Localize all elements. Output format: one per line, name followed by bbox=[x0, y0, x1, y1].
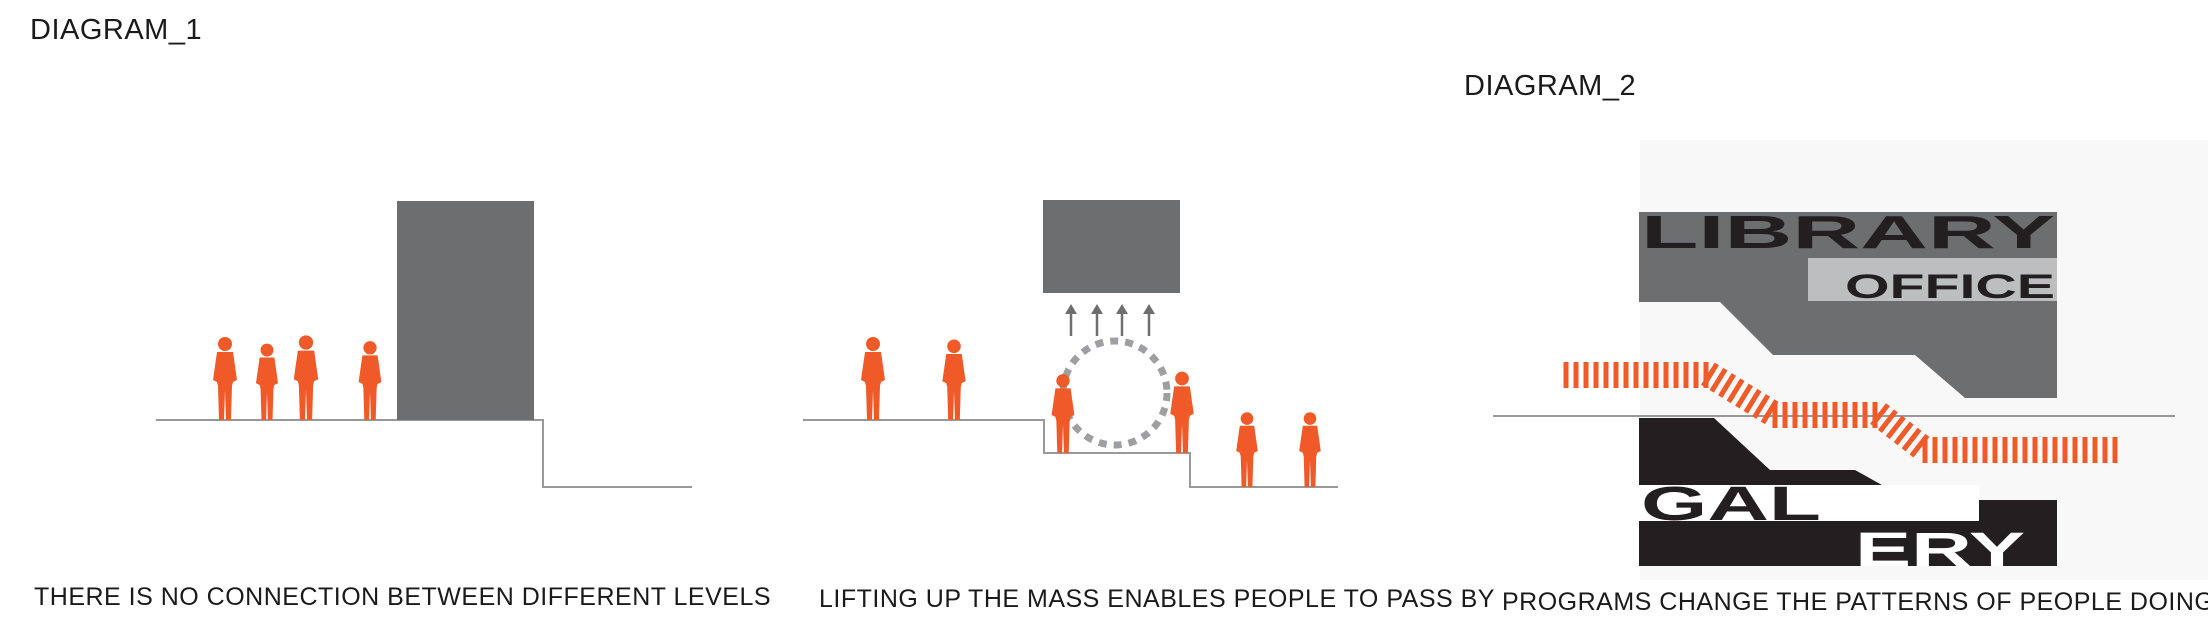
flow-hatch-mark bbox=[1752, 394, 1771, 419]
people-group bbox=[861, 337, 1321, 487]
lifted-mass bbox=[1043, 200, 1180, 293]
flow-hatch-mark bbox=[1877, 409, 1898, 433]
person-silhouette-icon bbox=[1170, 371, 1194, 453]
library-label: LIBRARY bbox=[1641, 206, 2055, 258]
office-label: OFFICE bbox=[1845, 268, 2055, 306]
arrow-up-icon bbox=[1063, 302, 1079, 338]
person-silhouette-icon bbox=[1051, 374, 1075, 453]
flow-hatch-mark bbox=[1701, 362, 1719, 388]
arrow-up-icon bbox=[1141, 302, 1157, 338]
flow-hatch-mark bbox=[1893, 421, 1914, 446]
flow-hatch-mark bbox=[1735, 383, 1754, 409]
person-silhouette-icon bbox=[293, 335, 319, 420]
people-group bbox=[213, 335, 382, 420]
person-silhouette-icon bbox=[861, 337, 885, 420]
flow-hatch-mark bbox=[1726, 378, 1745, 404]
gallery-lettering-band bbox=[1639, 485, 1979, 521]
diagram-1-title: DIAGRAM_1 bbox=[30, 14, 203, 46]
diagram-middle bbox=[803, 200, 1338, 488]
person-silhouette-icon bbox=[358, 341, 382, 420]
people-flow-path bbox=[1563, 362, 2118, 463]
person-silhouette-icon bbox=[255, 343, 279, 420]
gallery-label-right: ERY bbox=[1855, 524, 2025, 577]
person-silhouette-icon bbox=[942, 339, 966, 420]
building-mass bbox=[397, 201, 534, 420]
lift-arrows bbox=[1063, 302, 1157, 338]
flow-hatch-mark bbox=[1709, 367, 1728, 393]
dashed-circle-icon bbox=[1059, 337, 1171, 449]
diagram-2-title: DIAGRAM_2 bbox=[1464, 70, 1637, 102]
flow-hatch-mark bbox=[1901, 427, 1922, 452]
diagram-middle-caption: LIFTING UP THE MASS ENABLES PEOPLE TO PA… bbox=[819, 585, 1495, 613]
diagram-2: LIBRARY OFFICE GAL ERY bbox=[1493, 140, 2208, 580]
ground-line bbox=[156, 419, 692, 488]
flow-hatch-mark bbox=[1718, 373, 1736, 398]
arrow-up-icon bbox=[1089, 302, 1105, 338]
arrow-up-icon bbox=[1114, 302, 1130, 338]
person-silhouette-icon bbox=[1236, 412, 1258, 487]
ground-line bbox=[803, 419, 1338, 488]
diagram-1-caption: THERE IS NO CONNECTION BETWEEN DIFFERENT… bbox=[34, 583, 772, 611]
office-block bbox=[1808, 258, 2057, 301]
person-silhouette-icon bbox=[213, 337, 237, 420]
flow-hatch-mark bbox=[1743, 388, 1762, 414]
gallery-label-left: GAL bbox=[1641, 478, 1821, 531]
flow-hatch-mark bbox=[1870, 403, 1890, 427]
person-silhouette-icon bbox=[1299, 412, 1321, 487]
diagram-2-caption: PROGRAMS CHANGE THE PATTERNS OF PEOPLE D… bbox=[1502, 588, 2208, 616]
flow-hatch-mark bbox=[1885, 415, 1906, 440]
diagram-1 bbox=[156, 201, 692, 488]
